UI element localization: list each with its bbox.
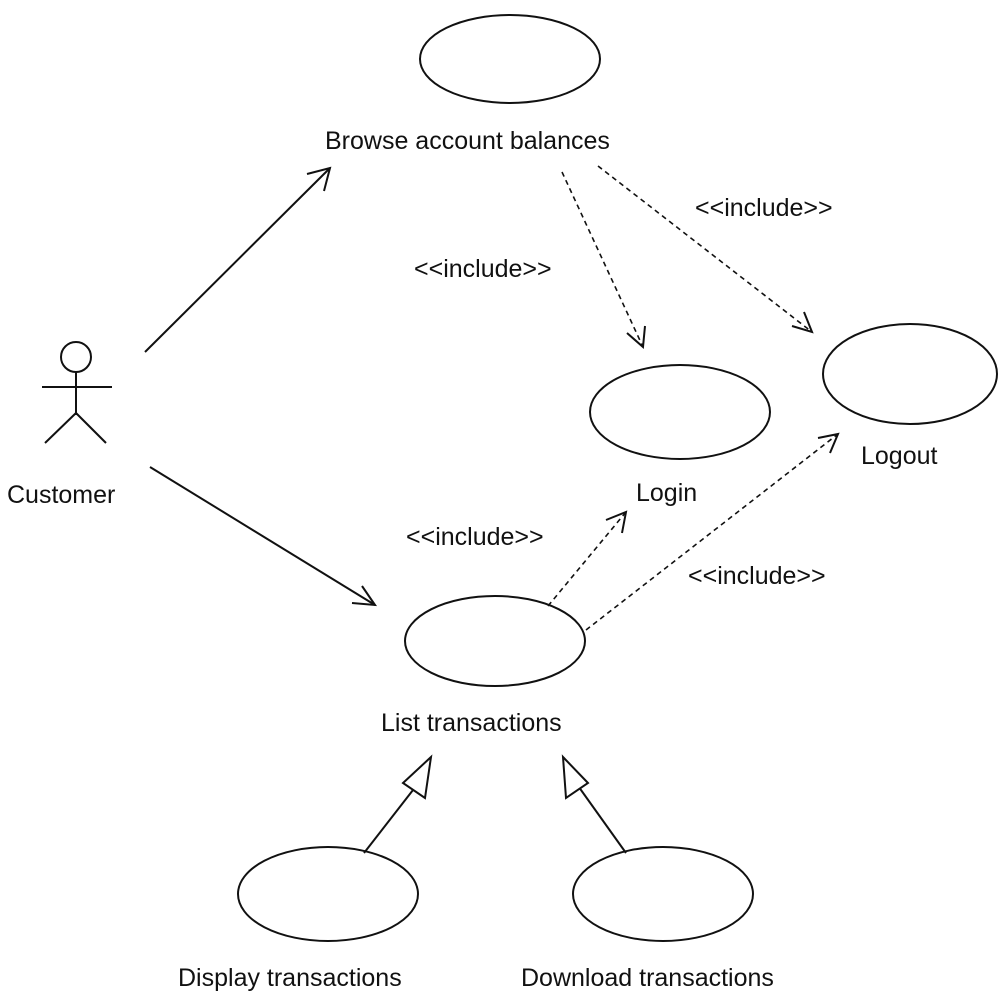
usecase-list-ellipse bbox=[404, 595, 586, 687]
include-label-list-logout: <<include>> bbox=[688, 562, 826, 590]
include-label-list-login: <<include>> bbox=[406, 523, 544, 551]
actor-head bbox=[60, 341, 92, 373]
include-list-logout bbox=[585, 432, 840, 631]
usecase-download-label: Download transactions bbox=[521, 964, 774, 992]
usecase-browse-ellipse bbox=[419, 14, 601, 104]
include-browse-login bbox=[561, 171, 646, 350]
include-browse-logout bbox=[597, 165, 814, 334]
actor-label: Customer bbox=[7, 481, 115, 509]
actor-right-leg bbox=[75, 412, 107, 444]
association-customer-browse bbox=[144, 166, 332, 353]
usecase-logout-label: Logout bbox=[861, 442, 938, 470]
include-label-browse-login: <<include>> bbox=[414, 255, 552, 283]
generalization-download-list bbox=[561, 754, 627, 854]
usecase-login-label: Login bbox=[636, 479, 697, 507]
usecase-display-ellipse bbox=[237, 846, 419, 942]
actor-customer: Customer bbox=[7, 341, 115, 509]
generalization-display-list bbox=[363, 754, 433, 854]
actor-left-leg bbox=[44, 412, 77, 444]
usecase-browse-label: Browse account balances bbox=[325, 127, 610, 155]
usecase-list-label: List transactions bbox=[381, 709, 562, 737]
usecase-download-ellipse bbox=[572, 846, 754, 942]
include-list-login bbox=[547, 510, 628, 607]
usecase-login-ellipse bbox=[589, 364, 771, 460]
association-customer-list bbox=[149, 466, 378, 607]
include-label-browse-logout: <<include>> bbox=[695, 194, 833, 222]
usecase-logout-ellipse bbox=[822, 323, 998, 425]
usecase-display-label: Display transactions bbox=[178, 964, 402, 992]
